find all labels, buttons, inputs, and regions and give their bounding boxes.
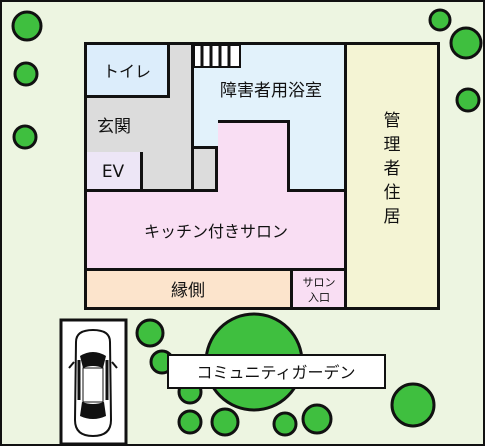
room-kitchen-salon	[87, 123, 344, 268]
salon-entrance-label-2: 入口	[308, 291, 330, 304]
tree	[177, 409, 203, 435]
manager-residence-char: 理	[384, 135, 401, 155]
parking-space	[59, 318, 128, 446]
manager-residence-char: 者	[384, 159, 401, 179]
garden-label-box	[167, 354, 386, 389]
manager-residence-char: 住	[384, 183, 401, 203]
kitchen-salon-label: キッチン付きサロン	[144, 222, 288, 241]
tree	[210, 407, 240, 437]
room-engawa	[87, 271, 290, 307]
tree	[301, 403, 333, 435]
tree	[135, 318, 165, 348]
room-entrance	[87, 98, 191, 152]
room-ev	[87, 152, 140, 189]
manager-residence-char: 管	[384, 111, 401, 131]
toilet-label: トイレ	[103, 62, 151, 81]
tree	[449, 26, 483, 60]
room-toilet	[87, 45, 167, 95]
room-salon-entrance	[293, 271, 344, 307]
room-bath-anteroom	[194, 149, 215, 189]
accessible-bath-label: 障害者用浴室	[220, 81, 322, 101]
garden-label: コミュニティガーデン	[196, 363, 355, 382]
staircase-icon	[193, 44, 241, 68]
car-icon	[68, 328, 118, 438]
tree	[13, 61, 39, 87]
trees	[11, 8, 483, 437]
manager-residence-label: 管 理 者 住 居	[384, 111, 401, 227]
room-entrance-corridor	[170, 45, 191, 98]
room-manager-residence	[347, 45, 437, 307]
manager-residence-char: 居	[384, 207, 401, 227]
ev-label: EV	[102, 162, 125, 182]
tree	[390, 382, 436, 428]
tree	[428, 8, 452, 32]
tree	[455, 87, 481, 113]
tree	[11, 10, 43, 42]
room-entrance-lower	[143, 152, 191, 189]
entrance-label: 玄関	[97, 117, 131, 137]
engawa-label: 縁側	[171, 281, 205, 301]
tree	[272, 411, 298, 437]
salon-entrance-label-1: サロン	[303, 276, 336, 289]
tree	[12, 124, 38, 150]
room-accessible-bath	[194, 45, 344, 189]
